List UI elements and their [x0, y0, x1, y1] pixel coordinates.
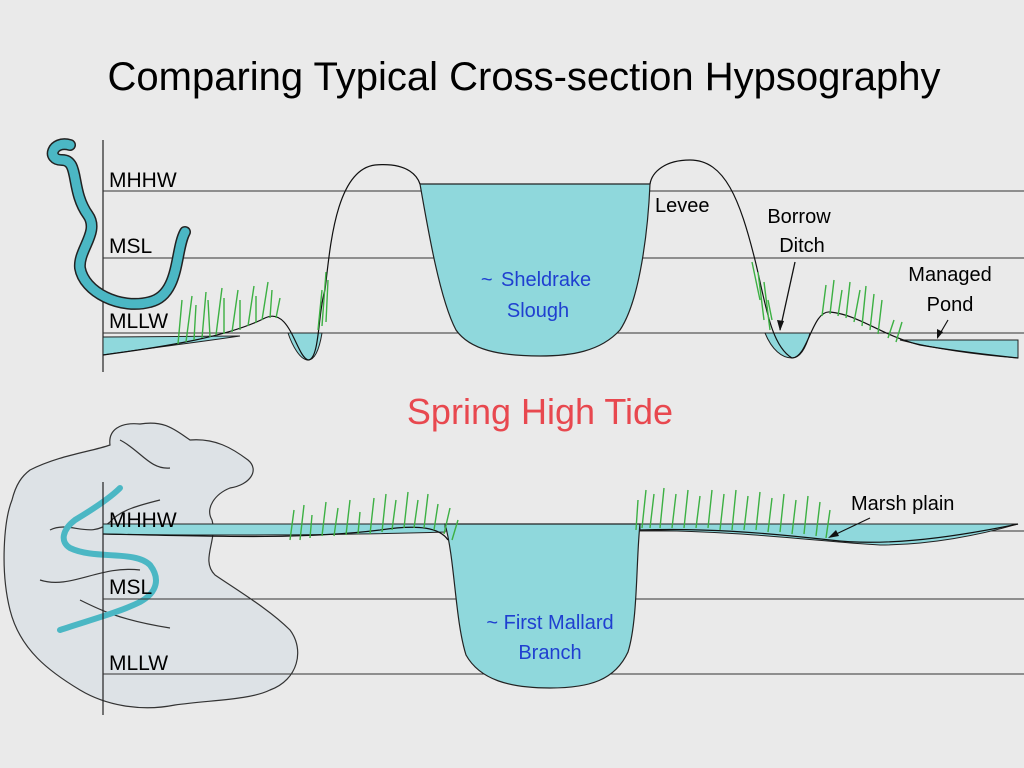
managed-pond-label-line1: Managed [908, 264, 991, 286]
spring-high-tide-caption: Spring High Tide [407, 391, 673, 432]
first-mallard-label-line2: Branch [518, 642, 581, 664]
bottom-ground-profile [102, 523, 1019, 543]
bottom-label-mhhw: MHHW [109, 509, 177, 532]
first-mallard-map-channel [57, 485, 159, 633]
top-ground-profile [102, 159, 1019, 361]
sheldrake-label-line1: ~ Sheldrake [481, 269, 591, 291]
managed-pond-arrowhead [937, 329, 943, 339]
borrow-ditch-arrow [779, 261, 796, 331]
sheldrake-label-line2: Slough [507, 300, 569, 322]
top-marsh-grass [177, 261, 903, 345]
bottom-cross-section: MHHW MSL MLLW ~ First Mallard Branch Mar… [3, 422, 1024, 715]
first-mallard-label-line1: ~ First Mallard [486, 612, 613, 634]
levee-label: Levee [655, 195, 710, 217]
sheldrake-name: Sheldrake [501, 269, 591, 291]
borrow-ditch-arrowhead [777, 320, 784, 331]
bottom-label-msl: MSL [109, 576, 152, 599]
sheldrake-slough-water [419, 183, 651, 357]
marsh-plain-label: Marsh plain [851, 493, 954, 515]
top-cross-section: MHHW MSL MLLW ~ Sheldrake Slough Levee B… [46, 138, 1024, 372]
bottom-right-flood-water [639, 523, 1019, 546]
page-title: Comparing Typical Cross-section Hypsogra… [108, 55, 941, 99]
first-mallard-map-creeks [39, 439, 171, 629]
marsh-plain-arrow [831, 517, 871, 537]
marsh-plain-arrowhead [828, 530, 839, 538]
first-mallard-water [444, 523, 641, 689]
sheldrake-map-channel [48, 139, 190, 309]
borrow-ditch-label-line1: Borrow [767, 206, 831, 228]
top-label-mhhw: MHHW [109, 169, 177, 192]
top-label-msl: MSL [109, 235, 152, 258]
top-label-mllw: MLLW [109, 310, 168, 333]
bottom-marsh-grass [289, 487, 831, 541]
managed-pond-water [899, 339, 1019, 359]
managed-pond-label-line2: Pond [927, 294, 974, 316]
tilde-prefix: ~ [481, 269, 493, 291]
bottom-label-mllw: MLLW [109, 652, 168, 675]
borrow-ditch-label-line2: Ditch [779, 235, 825, 257]
